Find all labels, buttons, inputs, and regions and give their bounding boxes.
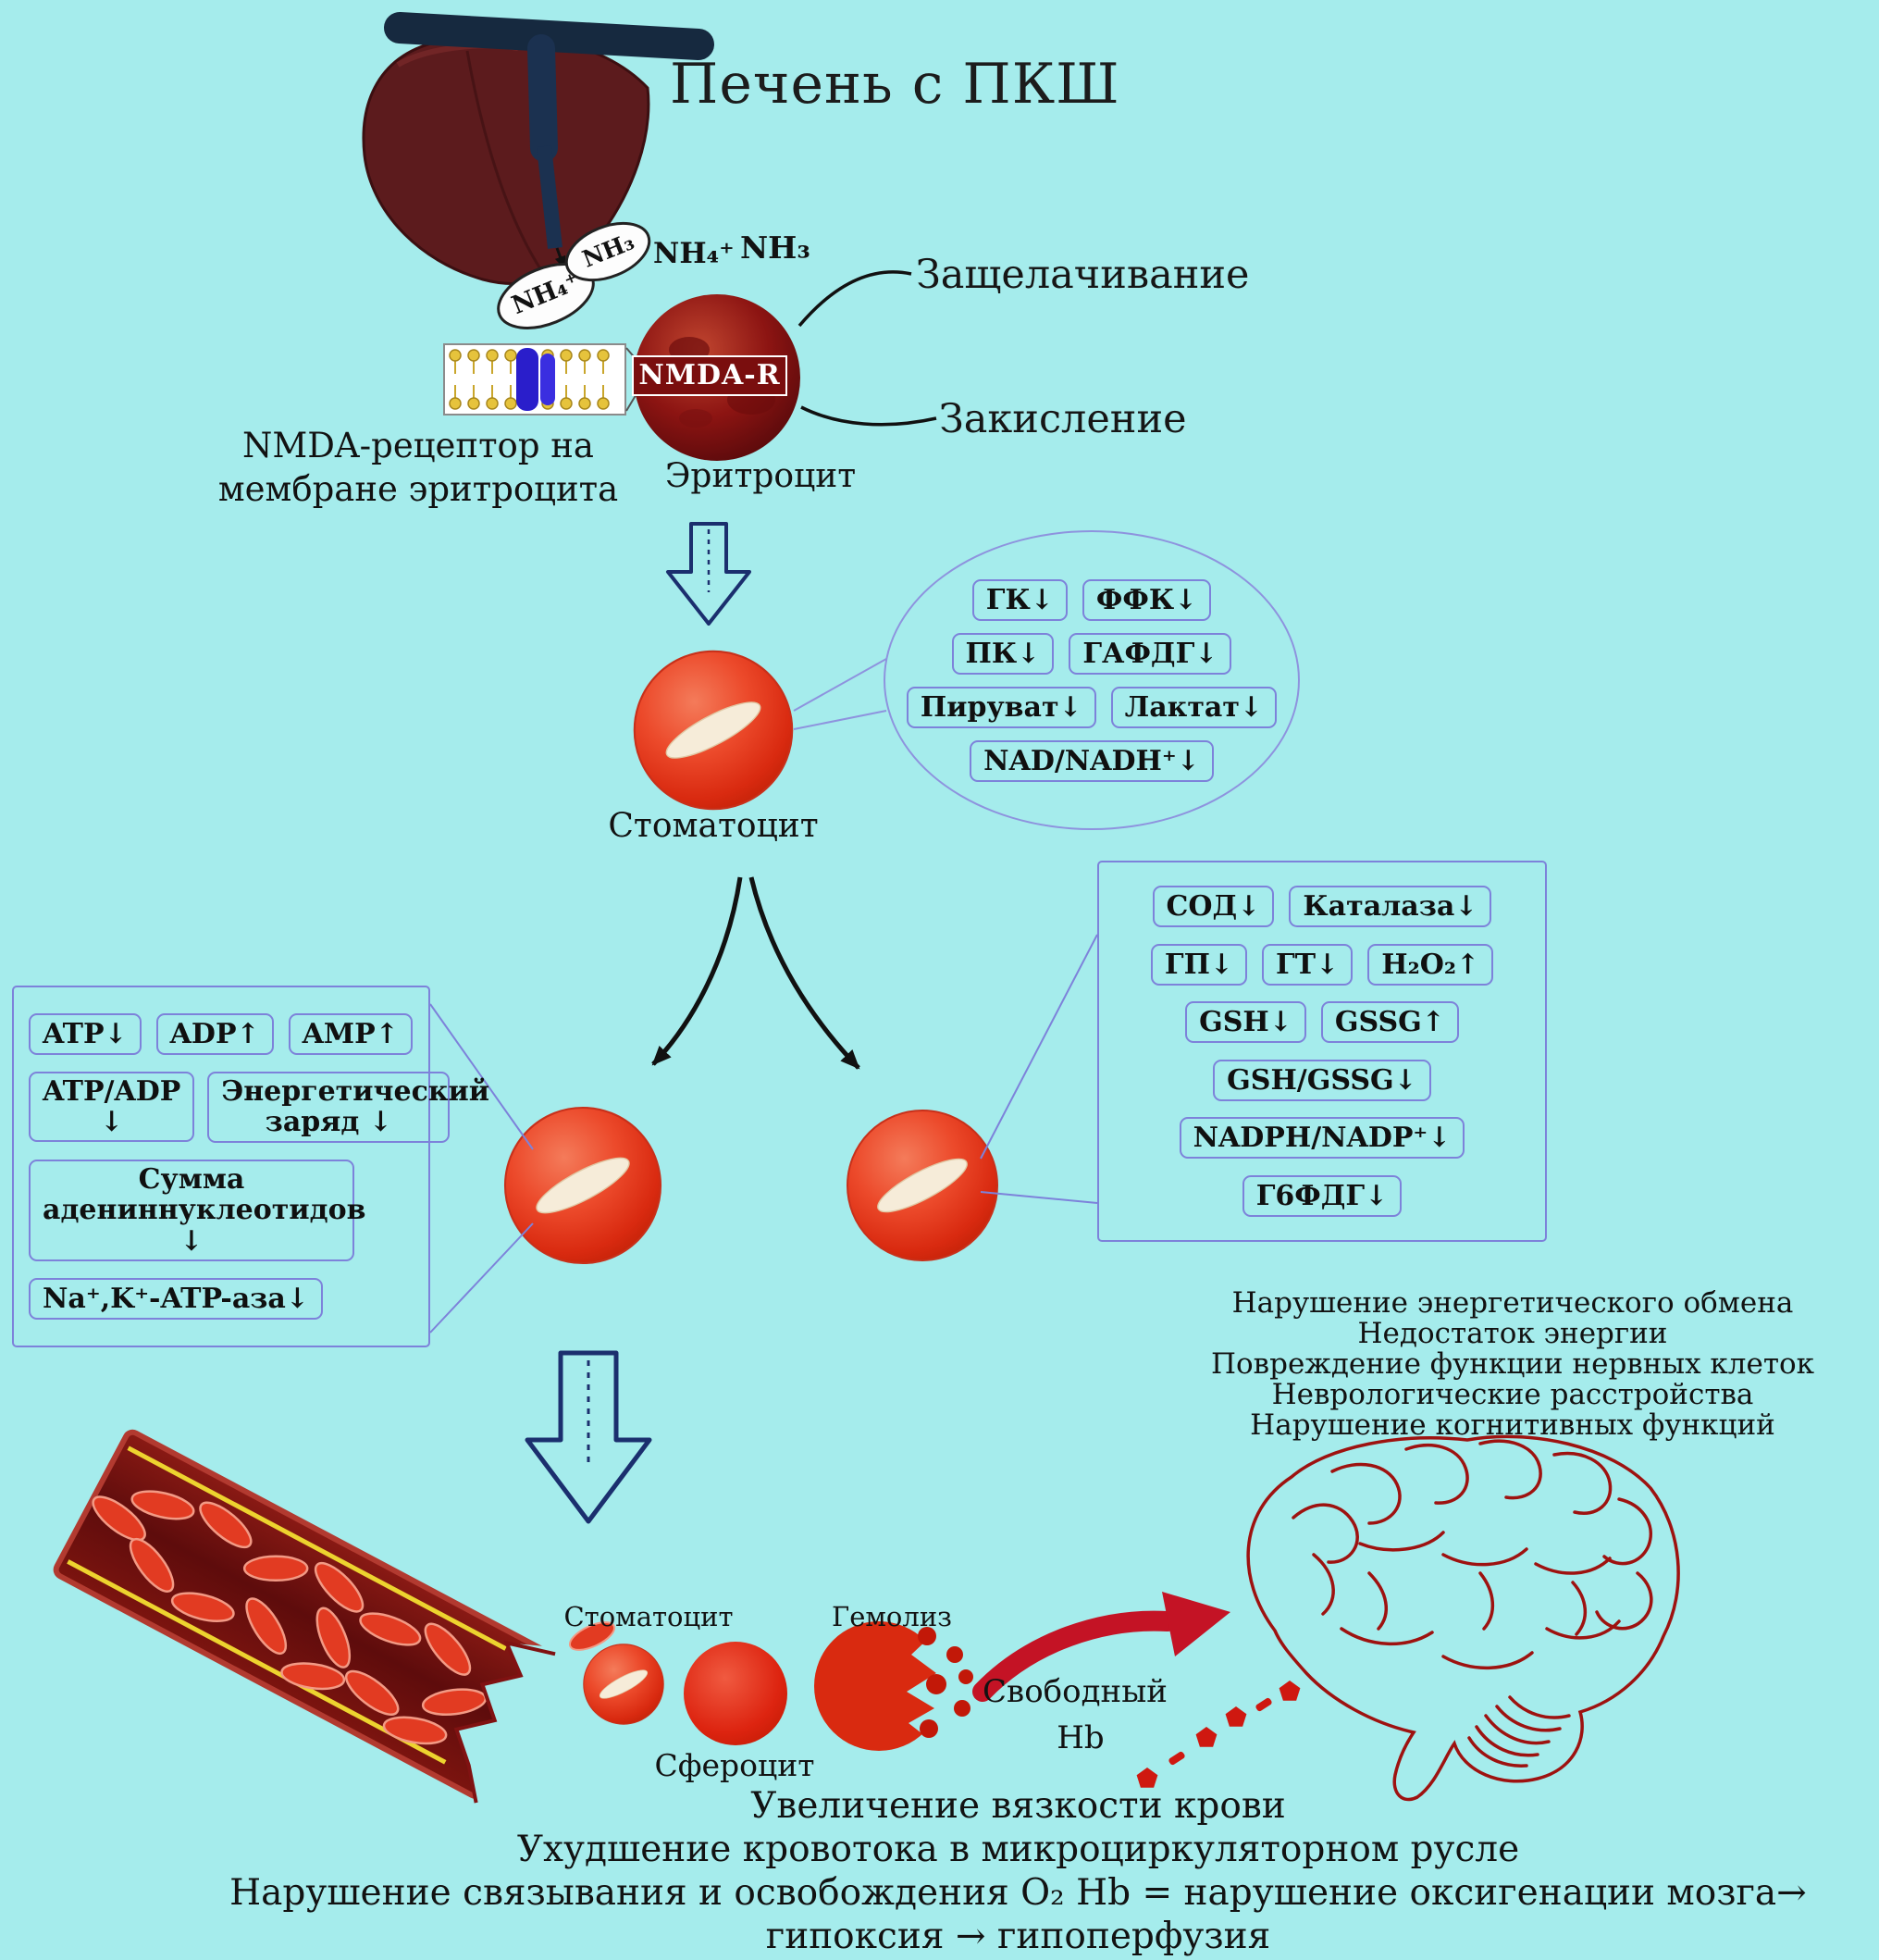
pill-gsh: GSH↓ (1185, 1001, 1306, 1044)
blood-vessel-illustration (53, 1429, 612, 1833)
alkalization-label: Защелачивание (916, 252, 1250, 298)
antioxidant-box-connector (980, 934, 1098, 1160)
pill-nad-nadh: NAD/NADH⁺↓ (970, 739, 1214, 782)
diagram-title: Печень с ПКШ (670, 52, 1120, 117)
pill-amp: AMP↑ (288, 1012, 413, 1055)
pill-atp-adp-ratio: ATP/ADP ↓ (29, 1072, 195, 1143)
hemolysis-cell (814, 1621, 989, 1751)
stomatocyte-cell (633, 650, 794, 811)
liver-illustration (362, 12, 714, 285)
pill-ffk: ФФК↓ (1082, 578, 1212, 621)
vessel-stomatocyte-label: Стоматоцит (563, 1601, 734, 1632)
vessel-stomatocyte (583, 1644, 664, 1725)
down-arrow-2 (525, 1350, 652, 1524)
nh3-label: NH₃ (740, 229, 810, 266)
neuro-effects-text: Нарушение энергетического обмена Недоста… (1147, 1288, 1878, 1441)
pill-nadph-nadp-ratio: NADPH/NADP⁺↓ (1179, 1117, 1465, 1160)
branch-arrow-right (748, 876, 860, 1070)
pill-gsh-gssg-ratio: GSH/GSSG↓ (1213, 1059, 1431, 1101)
neuro-effects-line: Нарушение когнитивных функций (1250, 1408, 1775, 1442)
hemolysis-label: Гемолиз (832, 1601, 952, 1632)
brain-illustration (1246, 1434, 1680, 1802)
antioxidant-box: СОД↓ Каталаза↓ ГП↓ ГТ↓ H₂O₂↑ GSH↓ GSSG↑ … (1097, 861, 1547, 1242)
energy-cell (503, 1106, 662, 1265)
pill-sod: СОД↓ (1152, 886, 1275, 928)
ellipse-connector (793, 658, 887, 712)
erythrocyte-label: Эритроцит (664, 457, 857, 495)
pill-h2o2: H₂O₂↑ (1367, 943, 1494, 986)
acidification-connector (800, 405, 937, 427)
ammonia-ovals (497, 221, 651, 329)
pill-adp: ADP↑ (155, 1012, 274, 1055)
neuro-effects-line: Повреждение функции нервных клеток (1210, 1347, 1815, 1381)
bottom-conclusions-line: Увеличение вязкости крови (750, 1785, 1286, 1827)
pill-pyruvate: Пируват↓ (906, 686, 1096, 728)
pill-lactate: Лактат↓ (1110, 686, 1278, 728)
bottom-conclusions-line: Нарушение связывания и освобождения О₂ H… (229, 1872, 1807, 1914)
free-hb-arrow (972, 1592, 1230, 1702)
pill-gafdg: ГАФДГ↓ (1069, 632, 1232, 675)
receptor-caption: NMDA-рецептор на мембране эритроцита (217, 426, 619, 510)
pill-adenine-sum: Сумма адениннуклеотидов ↓ (29, 1159, 365, 1262)
pill-gk: ГК↓ (971, 578, 1068, 621)
stomatocyte-label: Стоматоцит (608, 807, 819, 845)
pill-atpase: Na⁺,K⁺-ATP-аза↓ (29, 1278, 323, 1321)
bottom-conclusions-text: Увеличение вязкости крови Ухудшение кров… (157, 1784, 1879, 1958)
bottom-conclusions-line: Ухудшение кровотока в микроциркуляторном… (516, 1829, 1520, 1870)
spherocyte-label: Сфероцит (654, 1747, 815, 1783)
pill-g6fdg: Г6ФДГ↓ (1242, 1174, 1403, 1217)
pill-catalase: Каталаза↓ (1289, 886, 1492, 928)
receptor-protein-icon (516, 348, 538, 411)
pill-gp: ГП↓ (1150, 943, 1248, 986)
hb-pentagon-trail (1136, 1681, 1301, 1788)
down-arrow-1 (666, 522, 751, 626)
energy-box-connector (429, 1003, 534, 1150)
membrane-inset (443, 343, 638, 416)
pill-atp: ATP↓ (29, 1012, 142, 1055)
acidification-label: Закисление (939, 396, 1187, 442)
free-hb-label-line2: Hb (1057, 1719, 1105, 1756)
pill-gt: ГТ↓ (1262, 943, 1354, 986)
oxidative-cell (846, 1109, 999, 1262)
bottom-conclusions-line: гипоксия → гипоперфузия (765, 1916, 1271, 1957)
antioxidant-box-connector (980, 1191, 1098, 1204)
nh4-label: NH₄⁺ (653, 237, 735, 270)
neuro-effects-line: Неврологические расстройства (1271, 1378, 1754, 1411)
pill-energy-charge: Энергетический заряд ↓ (207, 1071, 489, 1143)
neuro-effects-line: Нарушение энергетического обмена (1231, 1286, 1794, 1320)
nmda-r-badge: NMDA-R (632, 355, 787, 396)
pill-gssg: GSSG↑ (1320, 1001, 1459, 1044)
energy-box-connector (429, 1222, 534, 1334)
free-hb-label-line1: Свободный (983, 1673, 1168, 1710)
pill-pk: ПК↓ (951, 632, 1055, 675)
energy-box: ATP↓ ADP↑ AMP↑ ATP/ADP ↓ Энергетический … (12, 986, 489, 1347)
ellipse-connector (793, 710, 887, 730)
escaped-cell (568, 1621, 616, 1651)
neuro-effects-line: Недостаток энергии (1357, 1317, 1668, 1350)
spherocyte-cell (684, 1642, 787, 1745)
alkalization-connector (797, 270, 912, 328)
branch-arrow-left (651, 876, 743, 1066)
portal-vessel (384, 12, 714, 60)
glycolysis-ellipse: ГК↓ ФФК↓ ПК↓ ГАФДГ↓ Пируват↓ Лактат↓ NAD… (884, 530, 1300, 830)
